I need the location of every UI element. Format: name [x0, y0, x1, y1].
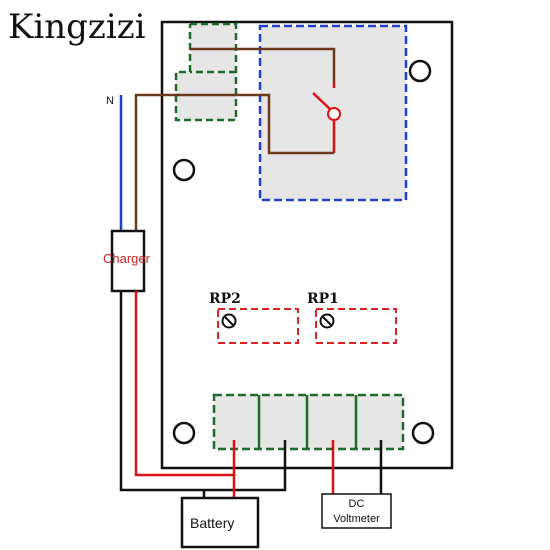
- rp2-box: [217, 308, 299, 344]
- dc-terminal-block: [212, 393, 405, 451]
- mount-hole-bottom-right: [411, 421, 435, 445]
- rp2-screw-icon: [221, 313, 237, 329]
- battery-box: [180, 496, 260, 549]
- wire-red-charger-out: [134, 291, 234, 477]
- relay-contact-blade: [312, 92, 332, 111]
- mount-hole-bottom-left: [172, 421, 196, 445]
- relay-pivot: [327, 107, 341, 121]
- dc-terminal-fill: [214, 395, 403, 449]
- charger-label: Charger: [103, 251, 151, 266]
- wire-brown-relay-in: [190, 47, 336, 82]
- rp1-box: [315, 308, 397, 344]
- rp1-label: RP1: [307, 291, 339, 307]
- mount-hole-top-right: [408, 59, 432, 83]
- rp1-screw-icon: [319, 313, 335, 329]
- neutral-label: N: [106, 95, 114, 107]
- battery-label: Battery: [190, 515, 234, 531]
- voltmeter-label-line1: DC: [349, 498, 365, 510]
- voltmeter-label-line2: Voltmeter: [333, 513, 380, 525]
- mount-hole-left: [172, 158, 196, 182]
- rp2-label: RP2: [209, 291, 241, 307]
- brand-title: Kingzizi: [8, 7, 146, 47]
- wire-brown-charger: [134, 93, 334, 232]
- voltmeter-box: [321, 493, 392, 529]
- dc-terminal-outline: [212, 393, 405, 451]
- charger-box: [110, 229, 146, 293]
